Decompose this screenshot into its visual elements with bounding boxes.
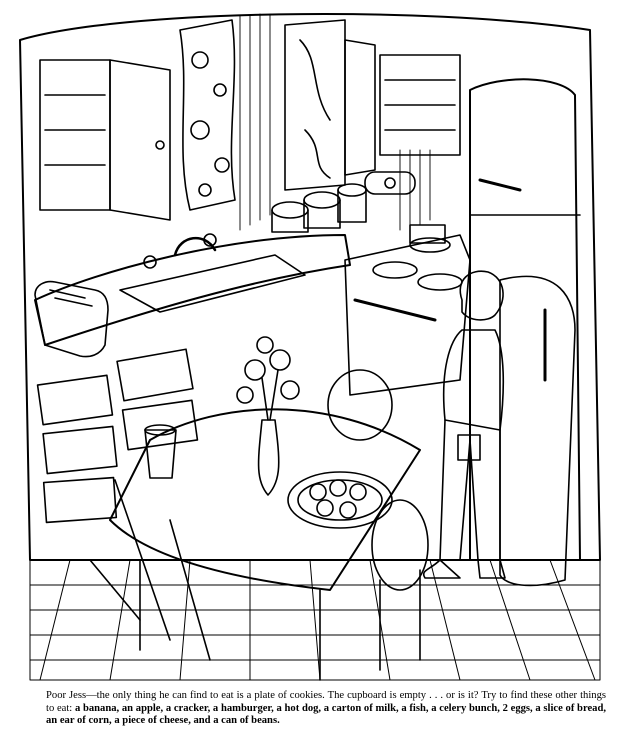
refrigerator bbox=[469, 78, 581, 587]
kitchen-table bbox=[109, 408, 421, 681]
boy-jess bbox=[422, 270, 506, 579]
puzzle-caption: Poor Jess—the only thing he can find to … bbox=[46, 690, 606, 728]
canisters bbox=[271, 183, 367, 233]
upper-left-cupboard bbox=[39, 59, 171, 221]
toaster bbox=[34, 280, 109, 358]
window-curtains bbox=[179, 19, 236, 211]
counter-and-sink bbox=[34, 233, 351, 346]
upper-right-cupboard bbox=[284, 19, 461, 191]
kitchen-illustration bbox=[19, 12, 601, 681]
paper-towel-roll bbox=[364, 171, 416, 195]
caption-item-list: a banana, an apple, a cracker, a hamburg… bbox=[46, 702, 606, 727]
back-wall bbox=[19, 12, 601, 561]
lower-drawers bbox=[36, 348, 199, 524]
caption-intro: Poor Jess—the only thing he can find to … bbox=[46, 690, 606, 714]
drinking-glass bbox=[144, 424, 177, 479]
checkered-floor bbox=[29, 559, 601, 681]
flower-vase bbox=[236, 336, 300, 496]
cookie-plate bbox=[287, 471, 393, 529]
